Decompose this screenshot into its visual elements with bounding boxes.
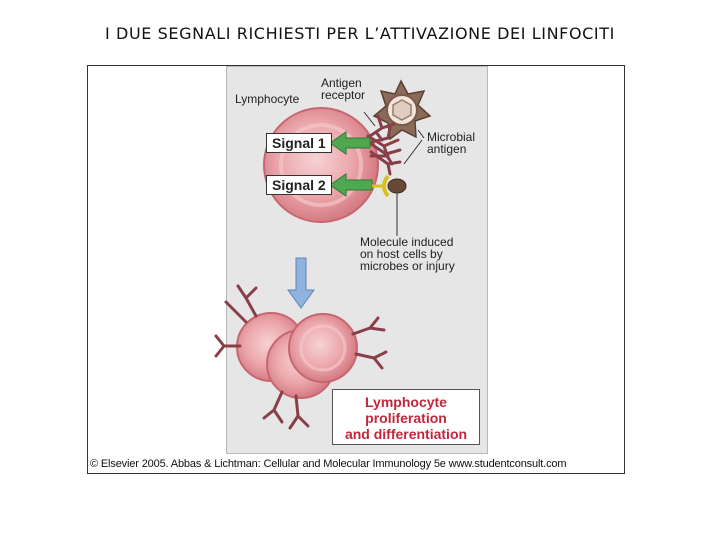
lymphocyte-label: Lymphocyte bbox=[235, 92, 300, 106]
receptor-icon bbox=[369, 142, 402, 176]
figure-caption: © Elsevier 2005. Abbas & Lichtman: Cellu… bbox=[90, 458, 567, 470]
lymphocyte-cell bbox=[263, 107, 379, 223]
antigen-receptor-label: Antigen receptor bbox=[321, 76, 366, 102]
result-box: Lymphocyte proliferation and differentia… bbox=[332, 389, 480, 445]
figure-frame: Lymphocyte Antigen receptor Microbial an… bbox=[87, 65, 625, 474]
signal2-box: Signal 2 bbox=[266, 175, 332, 195]
receptor-icon bbox=[214, 284, 258, 358]
signal1-box: Signal 1 bbox=[266, 133, 332, 153]
slide-title: I DUE SEGNALI RICHIESTI PER L’ATTIVAZION… bbox=[105, 24, 615, 43]
flow-arrow bbox=[287, 257, 315, 309]
molecule-label: Molecule induced on host cells by microb… bbox=[360, 235, 455, 273]
microbial-antigen-label: Microbial antigen bbox=[427, 130, 476, 156]
receptor-icon bbox=[262, 390, 310, 430]
proliferating-cells bbox=[236, 312, 358, 399]
label-pointer-lines bbox=[363, 111, 425, 165]
signal1-arrow bbox=[329, 131, 371, 155]
costimulator-icon bbox=[372, 174, 407, 236]
microbe-icon bbox=[372, 79, 432, 141]
receptor-icon bbox=[351, 316, 388, 370]
